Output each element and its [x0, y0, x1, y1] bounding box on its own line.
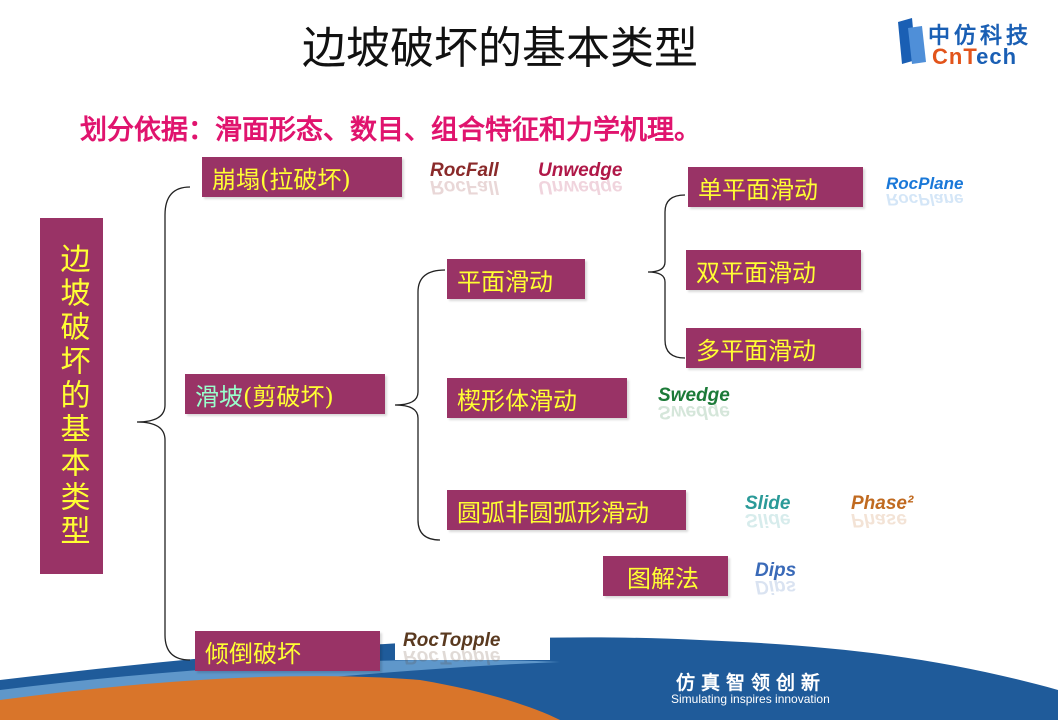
roctopple-logo: RocTopple: [403, 630, 500, 652]
company-logo-mark: [898, 18, 926, 64]
footer-slogan-en: Simulating inspires innovation: [671, 692, 830, 706]
node-collapse: 崩塌(拉破坏): [202, 157, 402, 197]
logo-en-b: T: [963, 44, 977, 69]
rocplane-logo: RocPlane: [886, 174, 963, 194]
footer-orange-wave: [0, 676, 560, 720]
rocfall-logo: RocFall: [430, 160, 499, 182]
company-logo-en: CnTech: [932, 44, 1017, 70]
root-node: 边坡破坏的基本类型: [40, 218, 103, 574]
node-single-plane: 单平面滑动: [688, 167, 863, 207]
page-title: 边坡破坏的基本类型: [302, 23, 698, 74]
logo-en-a: Cn: [932, 44, 964, 69]
unwedge-logo: Unwedge: [538, 160, 622, 182]
company-logo-cn: 中仿科技: [928, 24, 1033, 49]
landslide-label: 滑坡: [195, 382, 243, 411]
node-wedge-sliding: 楔形体滑动: [447, 378, 627, 418]
slide-logo: Slide: [745, 493, 790, 515]
classification-basis: 划分依据：滑面形态、数目、组合特征和力学机理。: [80, 115, 701, 146]
node-graphic-method: 图解法: [603, 556, 728, 596]
landslide-type: (剪破坏): [243, 382, 334, 411]
node-multi-plane: 多平面滑动: [686, 328, 861, 368]
node-landslide: 滑坡(剪破坏): [185, 374, 385, 414]
footer-slogan: 仿真智领创新: [676, 672, 827, 694]
swedge-logo: Swedge: [658, 385, 730, 407]
logo-en-c: ech: [976, 44, 1018, 69]
node-double-plane: 双平面滑动: [686, 250, 861, 290]
dips-logo: Dips: [755, 560, 796, 582]
phase2-logo: Phase²: [851, 493, 913, 515]
node-plane-sliding: 平面滑动: [447, 259, 585, 299]
node-circular-sliding: 圆弧非圆弧形滑动: [447, 490, 686, 530]
brackets: [136, 186, 686, 661]
node-topple: 倾倒破坏: [195, 631, 380, 671]
